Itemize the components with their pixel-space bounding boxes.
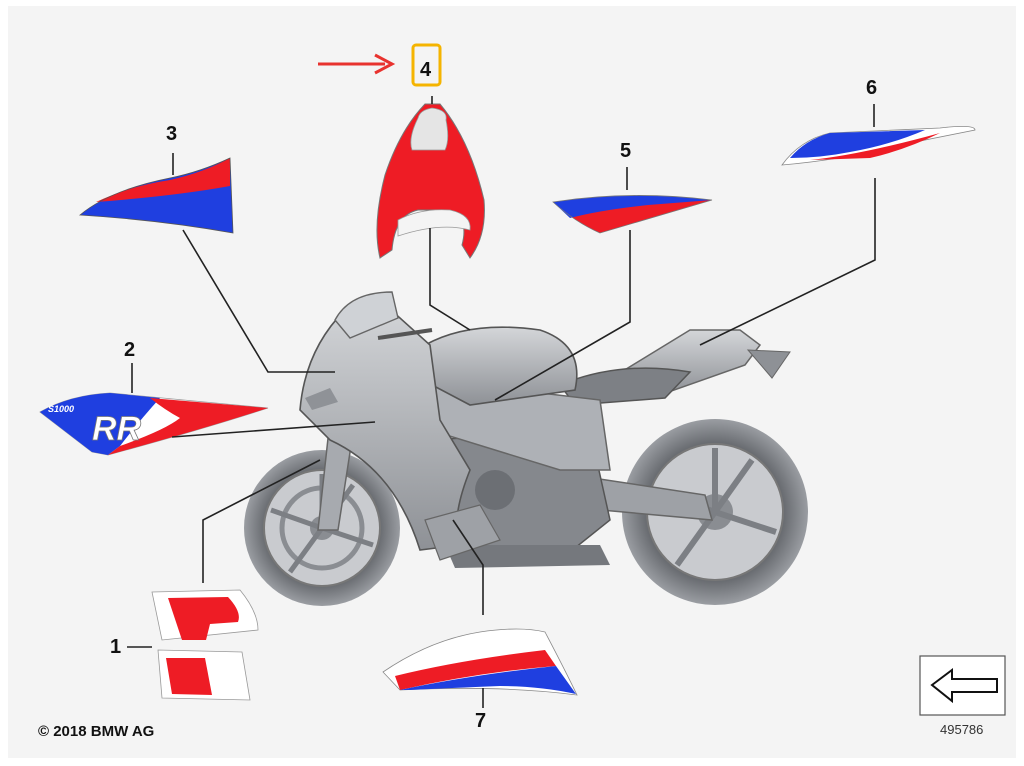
leader-lines xyxy=(127,96,876,708)
decal-model-text: S1000 xyxy=(48,404,74,414)
callout-3: 3 xyxy=(166,123,177,145)
decal-part-5 xyxy=(552,195,713,234)
left-arrow-icon xyxy=(930,668,998,704)
copyright-text: © 2018 BMW AG xyxy=(38,723,154,740)
callout-4: 4 xyxy=(420,59,432,81)
callout-2: 2 xyxy=(124,339,135,361)
decal-part-4 xyxy=(376,103,485,259)
callout-5: 5 xyxy=(620,140,631,162)
right-arrow-icon xyxy=(318,53,396,75)
decal-part-7 xyxy=(382,628,578,696)
callout-1: 1 xyxy=(110,636,121,658)
diagram-number: 495786 xyxy=(940,722,983,737)
callout-4-highlight xyxy=(411,43,442,87)
callout-7: 7 xyxy=(475,710,486,732)
decal-part-3 xyxy=(78,157,234,234)
back-button[interactable] xyxy=(919,655,1006,716)
decal-rr-text: RR xyxy=(92,410,142,448)
decal-part-6 xyxy=(781,126,976,166)
decal-part-1 xyxy=(151,589,259,701)
decal-part-2: S1000 RR xyxy=(39,392,269,456)
motorcycle xyxy=(244,291,808,606)
callout-6: 6 xyxy=(866,77,877,99)
